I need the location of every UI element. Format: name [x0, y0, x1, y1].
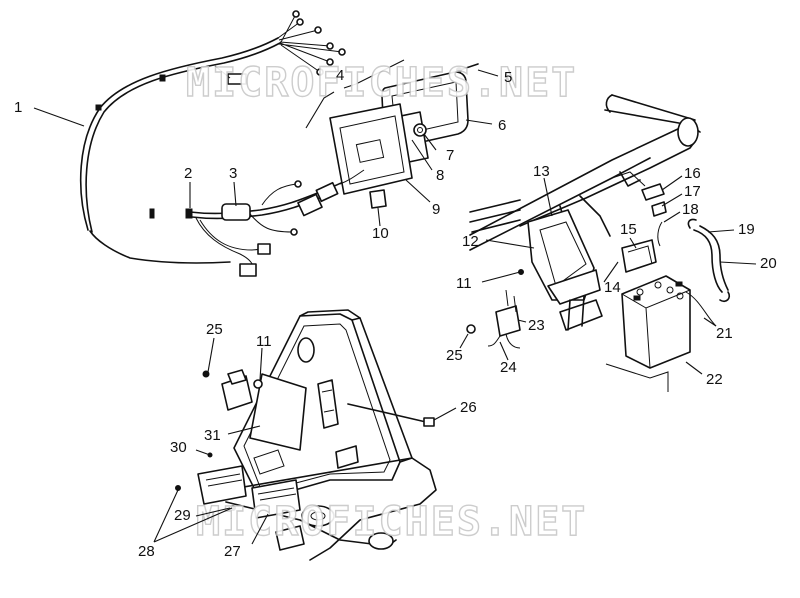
callout-9: 9 [432, 201, 440, 218]
callout-29: 29 [174, 507, 191, 524]
callout-27: 27 [224, 543, 241, 560]
wiring-harness [79, 10, 366, 277]
callout-4: 4 [336, 67, 344, 84]
callout-3: 3 [229, 165, 237, 182]
callout-17: 17 [684, 183, 701, 200]
callout-10: 10 [372, 225, 389, 242]
relay-block [221, 203, 251, 221]
callout-1: 1 [14, 99, 22, 116]
callout-8: 8 [436, 167, 444, 184]
callout-21: 21 [716, 325, 733, 342]
callout-31: 31 [204, 427, 221, 444]
callout-25-right: 25 [446, 347, 463, 364]
battery-group [605, 218, 731, 392]
switch-group [466, 269, 524, 349]
callouts: 1 2 3 4 5 6 7 8 9 10 11 11 12 13 14 15 1… [14, 67, 777, 560]
callout-11-left: 11 [256, 333, 272, 350]
watermark-bottom: MICROFICHES.NET [196, 499, 587, 545]
callout-13: 13 [533, 163, 550, 180]
callout-20: 20 [760, 255, 777, 272]
callout-18: 18 [682, 201, 699, 218]
callout-26: 26 [460, 399, 477, 416]
callout-14: 14 [604, 279, 621, 296]
callout-7: 7 [446, 147, 454, 164]
mounting-plate [175, 309, 437, 561]
callout-16: 16 [684, 165, 701, 182]
watermark-top: MICROFICHES.NET [186, 60, 577, 106]
callout-28: 28 [138, 543, 155, 560]
callout-11-right: 11 [456, 275, 472, 292]
callout-15: 15 [620, 221, 637, 238]
leader-lines [33, 69, 757, 545]
callout-30: 30 [170, 439, 187, 456]
callout-2: 2 [184, 165, 192, 182]
callout-22: 22 [706, 371, 723, 388]
callout-12: 12 [462, 233, 479, 250]
callout-6: 6 [498, 117, 506, 134]
callout-25-left: 25 [206, 321, 223, 338]
callout-24: 24 [500, 359, 517, 376]
tail-light-assembly [305, 59, 479, 209]
callout-5: 5 [504, 69, 512, 86]
callout-23: 23 [528, 317, 545, 334]
callout-19: 19 [738, 221, 755, 238]
frame-section [469, 94, 701, 331]
